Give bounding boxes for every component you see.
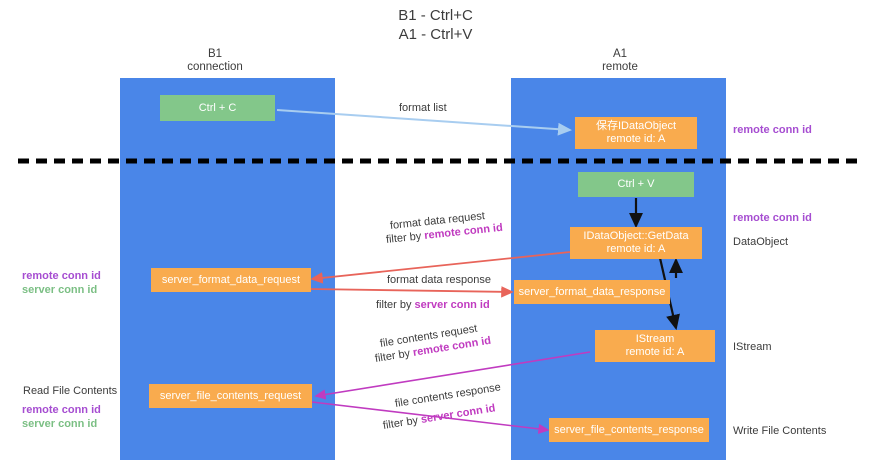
column-header-a1-role: remote bbox=[602, 61, 638, 73]
node-idataobject-getdata[interactable]: IDataObject::GetData remote id: A bbox=[570, 227, 702, 259]
arrow-format-data-response bbox=[309, 286, 514, 298]
annotation-left-remote-conn-id-2: remote conn id bbox=[22, 404, 101, 416]
column-header-b1-name: B1 bbox=[207, 48, 223, 60]
annotation-left-remote-conn-id: remote conn id bbox=[22, 270, 101, 282]
node-server-file-contents-response-label: server_file_contents_response bbox=[554, 423, 704, 436]
edge-label-format-list-text: format list bbox=[399, 102, 447, 114]
node-server-file-contents-request-label: server_file_contents_request bbox=[159, 389, 302, 402]
edge-label-filter-prefix-1: filter by bbox=[385, 230, 425, 246]
column-header-a1: A1 remote bbox=[570, 48, 670, 74]
title-line-1: B1 - Ctrl+C bbox=[398, 7, 473, 24]
node-server-file-contents-request[interactable]: server_file_contents_request bbox=[149, 384, 312, 408]
annotation-right-data-object: DataObject bbox=[733, 236, 789, 248]
node-istream-line2: remote id: A bbox=[625, 346, 685, 358]
annotation-right-remote-conn-id-mid: remote conn id bbox=[733, 212, 812, 224]
edge-label-format-data-response: format data response bbox=[387, 274, 491, 286]
edge-label-format-list: format list bbox=[399, 102, 447, 114]
column-header-a1-name: A1 bbox=[612, 48, 628, 60]
node-ctrl-c-label: Ctrl + C bbox=[198, 101, 237, 114]
node-istream-line1: IStream bbox=[635, 333, 675, 345]
node-ctrl-c[interactable]: Ctrl + C bbox=[160, 95, 275, 121]
edge-label-format-data-response-filter: filter by server conn id bbox=[376, 299, 490, 311]
node-data-object-line1: 保存IDataObject bbox=[595, 120, 677, 132]
edge-label-filter-key-server-conn-id-2: server conn id bbox=[420, 402, 497, 426]
edge-label-filter-prefix-2: filter by bbox=[376, 299, 415, 311]
node-getdata-line2: remote id: A bbox=[606, 243, 666, 255]
annotation-left-server-conn-id: server conn id bbox=[22, 284, 98, 296]
column-header-b1-role: connection bbox=[187, 61, 243, 73]
edge-label-format-data-response-text: format data response bbox=[387, 274, 491, 286]
node-ctrl-v[interactable]: Ctrl + V bbox=[578, 172, 694, 197]
title-line-2: A1 - Ctrl+V bbox=[398, 26, 473, 43]
annotation-right-write-file-contents: Write File Contents bbox=[733, 425, 827, 437]
node-data-object-line2: remote id: A bbox=[606, 133, 666, 145]
node-server-format-data-response-label: server_format_data_response bbox=[518, 285, 666, 298]
edge-label-filter-prefix-4: filter by bbox=[382, 414, 422, 432]
node-data-object[interactable]: 保存IDataObject remote id: A bbox=[575, 117, 697, 149]
node-server-format-data-response[interactable]: server_format_data_response bbox=[514, 280, 670, 304]
node-server-format-data-request-label: server_format_data_request bbox=[161, 273, 301, 286]
node-istream[interactable]: IStream remote id: A bbox=[595, 330, 715, 362]
diagram-title: B1 - Ctrl+C A1 - Ctrl+V bbox=[0, 6, 871, 44]
annotation-right-istream: IStream bbox=[733, 341, 772, 353]
column-header-b1: B1 connection bbox=[165, 48, 265, 74]
node-getdata-line1: IDataObject::GetData bbox=[583, 230, 689, 242]
edge-label-filter-key-server-conn-id-1: server conn id bbox=[414, 299, 490, 311]
annotation-left-read-file-contents: Read File Contents bbox=[23, 385, 118, 397]
node-server-file-contents-response[interactable]: server_file_contents_response bbox=[549, 418, 709, 442]
node-server-format-data-request[interactable]: server_format_data_request bbox=[151, 268, 311, 292]
node-ctrl-v-label: Ctrl + V bbox=[617, 178, 655, 190]
annotation-right-remote-conn-id-top: remote conn id bbox=[733, 124, 812, 136]
annotation-left-server-conn-id-2: server conn id bbox=[22, 418, 98, 430]
